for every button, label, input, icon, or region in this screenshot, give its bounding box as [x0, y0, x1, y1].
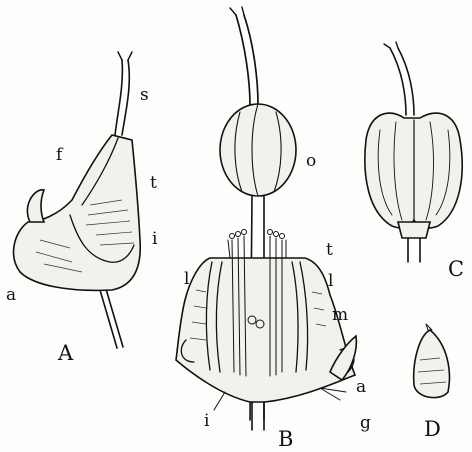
label-m: m	[332, 305, 348, 325]
label-g: g	[360, 413, 371, 433]
label-a-b: a	[356, 377, 366, 397]
label-i-a: i	[152, 229, 158, 249]
label-t-b: t	[326, 240, 333, 260]
panel-label-a: A	[57, 341, 74, 365]
label-l-right: l	[328, 271, 333, 291]
panel-label-d: D	[424, 417, 441, 441]
panel-a-drawing	[14, 52, 141, 348]
panel-c-drawing	[365, 42, 462, 262]
panel-d-drawing	[414, 324, 450, 398]
panel-label-b: B	[278, 427, 293, 451]
label-s: s	[140, 85, 149, 105]
label-f: f	[56, 145, 64, 165]
panel-label-c: C	[448, 257, 464, 281]
label-t-a: t	[150, 173, 157, 193]
label-i-b: i	[204, 411, 210, 431]
label-o: o	[306, 151, 316, 171]
label-l-left: l	[184, 269, 189, 289]
panel-b-drawing	[176, 7, 356, 430]
label-a-a: a	[6, 285, 16, 305]
